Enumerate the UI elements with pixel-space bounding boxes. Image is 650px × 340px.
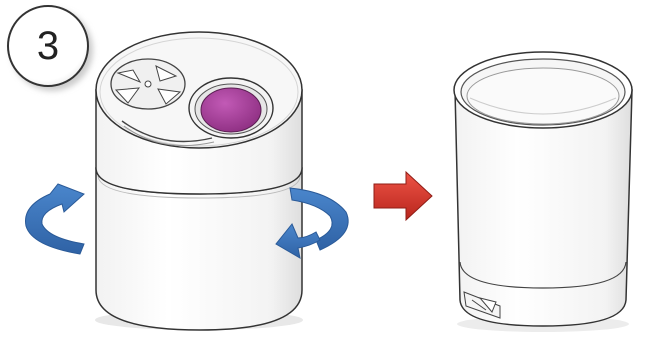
cup-lower-seam (459, 261, 627, 289)
cup-inner-shadow (469, 97, 617, 115)
rotate-left-arrow-icon (25, 183, 85, 255)
closed-container (95, 31, 303, 331)
cup-inner-wall (466, 67, 620, 125)
step-badge-circle (7, 5, 89, 87)
next-step-arrow-icon (373, 170, 433, 222)
container-seam-highlight (97, 175, 301, 199)
lid-top-rim (99, 37, 299, 147)
step-badge (7, 5, 93, 91)
cup-side-vent-icon (463, 291, 501, 319)
lid-groove-shadow (123, 125, 215, 147)
rotate-right-arrow-icon (275, 187, 349, 259)
lid-groove (121, 120, 213, 143)
purple-seal (200, 87, 262, 133)
seal-window (188, 77, 274, 139)
cup-body (454, 89, 633, 327)
vent-grille-icon (110, 58, 186, 110)
open-container (453, 51, 633, 332)
container-body (95, 167, 303, 331)
step-number: 3 (36, 23, 60, 68)
